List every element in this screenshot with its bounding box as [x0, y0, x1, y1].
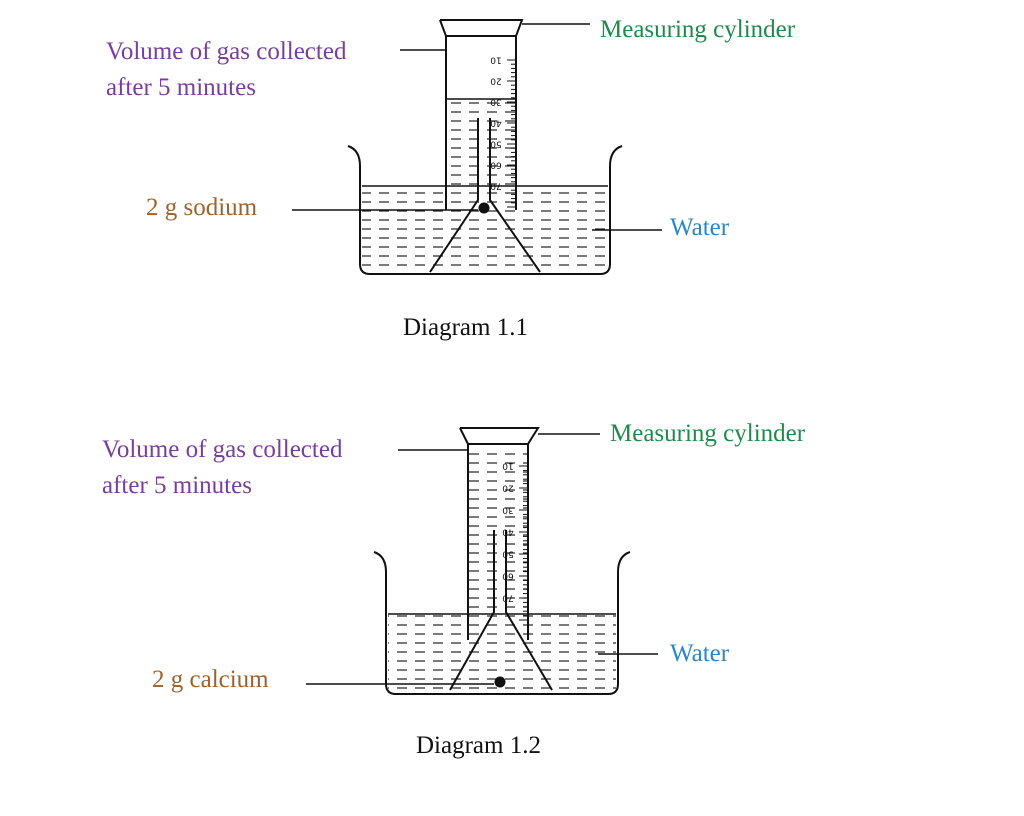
gas-volume-label-line1: Volume of gas collected: [102, 436, 343, 463]
beaker: [347, 145, 623, 275]
funnel: [429, 118, 541, 273]
scale-label: 60: [502, 571, 514, 581]
scale-label: 10: [502, 461, 514, 471]
gas-volume-label: Volume of gas collected after 5 minutes: [106, 34, 346, 106]
calcium-label: 2 g calcium: [152, 666, 269, 693]
gas-volume-label-line2: after 5 minutes: [102, 472, 252, 499]
sodium-piece: [478, 202, 490, 214]
scale-label: 70: [490, 181, 502, 191]
beaker: [373, 551, 631, 695]
cylinder-water: [446, 99, 516, 186]
funnel: [449, 530, 553, 691]
sodium-label: 2 g sodium: [146, 194, 258, 221]
diagram-1-1: 10 20 30 40 50 60 70: [292, 19, 662, 275]
gas-volume-label-line1: Volume of gas collected: [106, 38, 347, 65]
cylinder-water: [468, 446, 528, 614]
diagram-caption: Diagram 1.2: [416, 732, 541, 759]
water-label: Water: [670, 640, 730, 667]
gas-volume-label: Volume of gas collected after 5 minutes: [102, 432, 342, 504]
measuring-cylinder-label: Measuring cylinder: [600, 16, 796, 43]
scale-label: 60: [490, 160, 502, 170]
measuring-cylinder: [459, 427, 540, 640]
scale-label: 10: [490, 55, 502, 65]
scale-label: 20: [490, 76, 502, 86]
cylinder-scale: 10 20 30 40 50 60 70: [490, 55, 516, 208]
scale-label: 50: [502, 549, 514, 559]
water-label: Water: [670, 214, 730, 241]
measuring-cylinder-label: Measuring cylinder: [610, 420, 806, 447]
diagram-1-2: 10 20 30 40 50 60 70: [306, 427, 658, 695]
gas-volume-label-line2: after 5 minutes: [106, 74, 256, 101]
scale-label: 20: [502, 483, 514, 493]
calcium-piece: [494, 676, 506, 688]
scale-label: 70: [502, 593, 514, 603]
scale-label: 40: [490, 118, 502, 128]
diagram-caption: Diagram 1.1: [403, 314, 528, 341]
scale-label: 50: [490, 139, 502, 149]
cylinder-scale: 10 20 30 40 50 60 70: [502, 461, 528, 621]
scale-label: 40: [502, 527, 514, 537]
scale-label: 30: [490, 97, 502, 107]
scale-label: 30: [502, 505, 514, 515]
beaker-water: [362, 186, 608, 270]
